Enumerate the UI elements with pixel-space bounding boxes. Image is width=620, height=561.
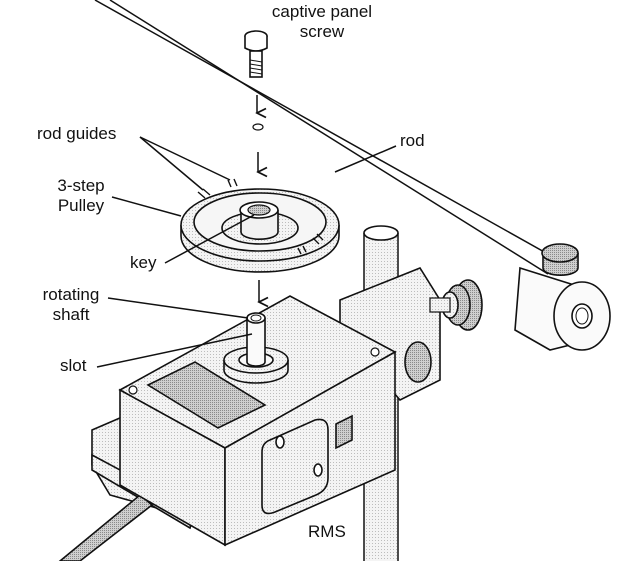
label-rod: rod — [400, 131, 425, 150]
rod-guide-notch — [227, 178, 238, 188]
rotating-shaft — [246, 318, 266, 367]
leader-lines — [96, 136, 397, 368]
label-key: key — [130, 253, 157, 272]
captive-panel-screw — [244, 30, 268, 113]
label-captive-panel-screw: captive panel screw — [262, 2, 382, 42]
three-step-pulley — [180, 178, 340, 273]
label-rotating-shaft: rotating shaft — [35, 285, 107, 325]
label-pulley: 3-step Pulley — [50, 176, 112, 216]
rod-end-clamp — [514, 243, 611, 351]
rod-guide-notch — [197, 188, 211, 199]
screw-hole — [252, 123, 264, 131]
label-line: shaft — [52, 305, 90, 324]
label-line: captive panel — [271, 2, 373, 21]
label-rms: RMS — [308, 522, 346, 541]
rotary-motion-sensor — [58, 295, 397, 561]
sensor-cable — [58, 493, 154, 561]
clamp-thumbscrew — [429, 279, 483, 331]
label-slot: slot — [60, 356, 87, 375]
rod-clamp — [339, 267, 441, 401]
connector-port — [335, 414, 353, 450]
label-line: Pulley — [57, 196, 105, 215]
label-line: screw — [299, 22, 345, 41]
label-line: rotating — [42, 285, 100, 304]
display-window — [146, 361, 267, 429]
label-line: 3-step — [57, 176, 105, 195]
rod-guide-notch — [297, 245, 307, 255]
rod-guide-notch — [312, 233, 324, 245]
label-rod-guides: rod guides — [37, 124, 117, 143]
rod — [94, 0, 556, 275]
